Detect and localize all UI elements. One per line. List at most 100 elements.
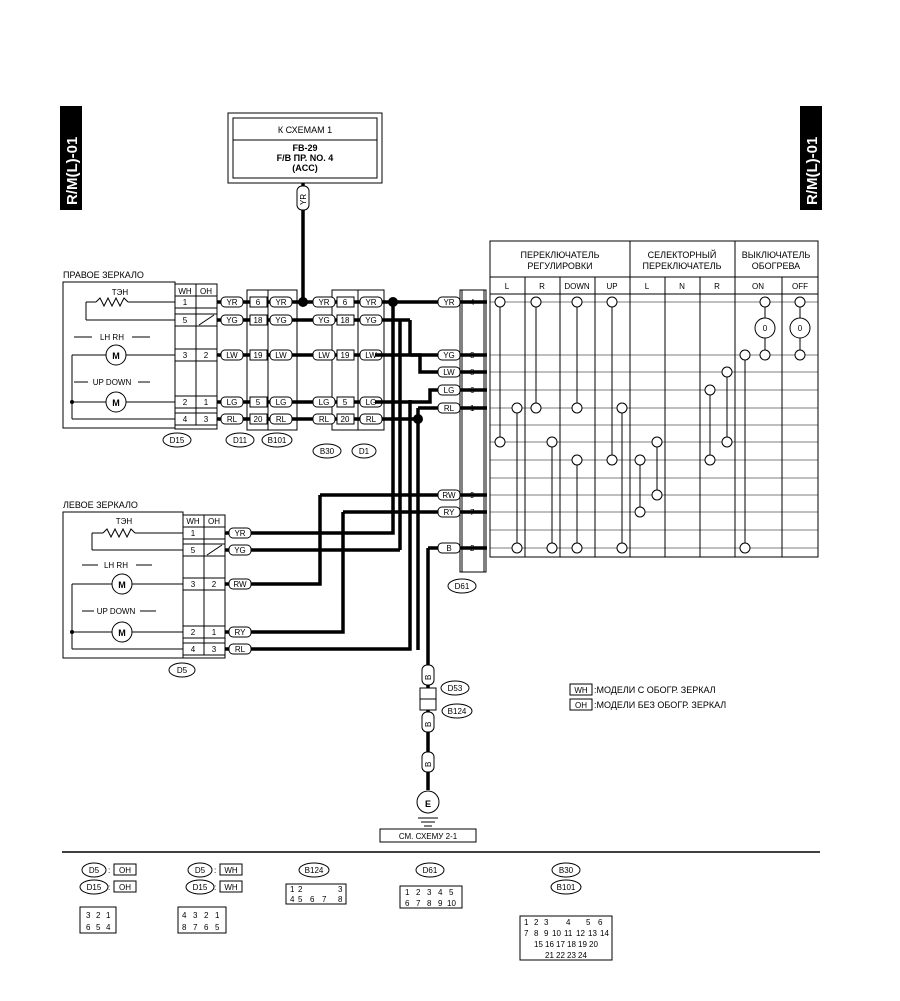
svg-text:3: 3 (544, 918, 549, 927)
svg-text:7: 7 (322, 895, 327, 904)
svg-text:YR: YR (443, 298, 454, 307)
svg-text:B30: B30 (320, 447, 335, 456)
svg-text:24: 24 (578, 951, 587, 960)
svg-text:RL: RL (235, 645, 246, 654)
svg-text:5: 5 (449, 888, 454, 897)
svg-text:OFF: OFF (792, 282, 808, 291)
source-wire-tag: YR (296, 185, 310, 211)
svg-text:3: 3 (191, 580, 196, 589)
svg-text:СМ. СХЕМУ 2-1: СМ. СХЕМУ 2-1 (399, 832, 458, 841)
svg-text:10: 10 (447, 899, 456, 908)
svg-text:20: 20 (589, 940, 598, 949)
right-mirror: ПРАВОЕ ЗЕРКАЛО ТЭН LH RH M UP DOWN M (62, 270, 176, 429)
svg-text:OH: OH (208, 517, 220, 526)
svg-text:6: 6 (256, 298, 261, 307)
svg-text:YG: YG (365, 316, 377, 325)
svg-text::: : (108, 883, 110, 892)
svg-text:20: 20 (254, 415, 263, 424)
svg-text:1: 1 (215, 911, 220, 920)
svg-text:13: 13 (588, 929, 597, 938)
svg-text:B: B (424, 762, 433, 767)
svg-text:4: 4 (470, 298, 475, 307)
svg-text:B124: B124 (448, 707, 467, 716)
svg-text:14: 14 (600, 929, 609, 938)
group2-line2: ПЕРЕКЛЮЧАТЕЛЬ (642, 261, 721, 271)
svg-text:RL: RL (276, 415, 287, 424)
svg-text:К СХЕМАМ 1: К СХЕМАМ 1 (278, 125, 332, 135)
svg-text:6: 6 (204, 923, 209, 932)
svg-text:22: 22 (556, 951, 565, 960)
svg-text:1: 1 (183, 298, 188, 307)
svg-text:1: 1 (212, 628, 217, 637)
svg-text:B30: B30 (559, 866, 574, 875)
svg-text:5: 5 (191, 546, 196, 555)
svg-text:7: 7 (193, 923, 198, 932)
svg-text:6: 6 (343, 298, 348, 307)
svg-text:18: 18 (341, 316, 350, 325)
svg-text:YR: YR (365, 298, 376, 307)
svg-text:D1: D1 (359, 447, 370, 456)
svg-text:L: L (645, 282, 650, 291)
svg-text:12: 12 (576, 929, 585, 938)
svg-text:8: 8 (338, 895, 343, 904)
svg-text::МОДЕЛИ С ОБОГР. ЗЕРКАЛ: :МОДЕЛИ С ОБОГР. ЗЕРКАЛ (594, 685, 716, 695)
connector-d11-b101 (246, 289, 298, 431)
svg-text::: : (214, 866, 216, 875)
source-box: К СХЕМАМ 1 FB-29 F/B ПР. NO. 4 (ACC) (227, 112, 383, 184)
left-mirror: ЛЕВОЕ ЗЕРКАЛО ТЭН LH RH M UP DOWN M (62, 500, 184, 659)
svg-text:WH: WH (574, 686, 588, 695)
svg-text:18: 18 (567, 940, 576, 949)
svg-text:9: 9 (470, 491, 475, 500)
svg-text:8: 8 (427, 899, 432, 908)
svg-text:0: 0 (798, 324, 803, 333)
svg-text:OH: OH (200, 287, 212, 296)
group3-line2: ОБОГРЕВА (752, 261, 800, 271)
svg-text:RL: RL (227, 415, 238, 424)
svg-text:6: 6 (470, 386, 475, 395)
svg-text:2: 2 (470, 544, 475, 553)
svg-text:9: 9 (544, 929, 549, 938)
svg-text:1: 1 (106, 911, 111, 920)
svg-text:6: 6 (310, 895, 315, 904)
svg-text:YG: YG (443, 351, 455, 360)
svg-text:OH: OH (119, 883, 131, 892)
svg-text:D15: D15 (170, 436, 185, 445)
svg-text:YG: YG (318, 316, 330, 325)
svg-text:B: B (424, 722, 433, 727)
svg-text:6: 6 (86, 923, 91, 932)
svg-text:5: 5 (586, 918, 591, 927)
group1-line2: РЕГУЛИРОВКИ (527, 261, 592, 271)
svg-text:LG: LG (276, 398, 287, 407)
svg-text:16: 16 (545, 940, 554, 949)
svg-text:20: 20 (341, 415, 350, 424)
svg-text:LG: LG (444, 386, 455, 395)
svg-text:LG: LG (366, 398, 377, 407)
svg-text:WH: WH (224, 866, 238, 875)
svg-text:M: M (118, 628, 126, 638)
svg-text:WH: WH (178, 287, 192, 296)
svg-text:RL: RL (319, 415, 330, 424)
svg-text:1: 1 (524, 918, 529, 927)
svg-text:15: 15 (534, 940, 543, 949)
svg-text:ПРАВОЕ ЗЕРКАЛО: ПРАВОЕ ЗЕРКАЛО (63, 270, 144, 280)
svg-text:2: 2 (416, 888, 421, 897)
svg-text:DOWN: DOWN (564, 282, 590, 291)
svg-text:RW: RW (233, 580, 247, 589)
svg-text:5: 5 (343, 398, 348, 407)
svg-text:1: 1 (191, 529, 196, 538)
svg-text:M: M (112, 398, 120, 408)
svg-text:RL: RL (366, 415, 377, 424)
svg-text:2: 2 (212, 580, 217, 589)
svg-text:B124: B124 (305, 866, 324, 875)
svg-text:3: 3 (204, 415, 209, 424)
svg-text:9: 9 (438, 899, 443, 908)
left-harness-wires: YR YG RW RY RL (225, 495, 412, 655)
ground-path: B B B D53 B124 E СМ. СХЕМУ 2-1 (379, 664, 477, 843)
svg-text:17: 17 (556, 940, 565, 949)
svg-text:FB-29: FB-29 (292, 143, 317, 153)
legend: WH :МОДЕЛИ С ОБОГР. ЗЕРКАЛ OH :МОДЕЛИ БЕ… (569, 683, 726, 711)
svg-text:19: 19 (341, 351, 350, 360)
svg-text:4: 4 (566, 918, 571, 927)
svg-text:YR: YR (299, 194, 308, 205)
